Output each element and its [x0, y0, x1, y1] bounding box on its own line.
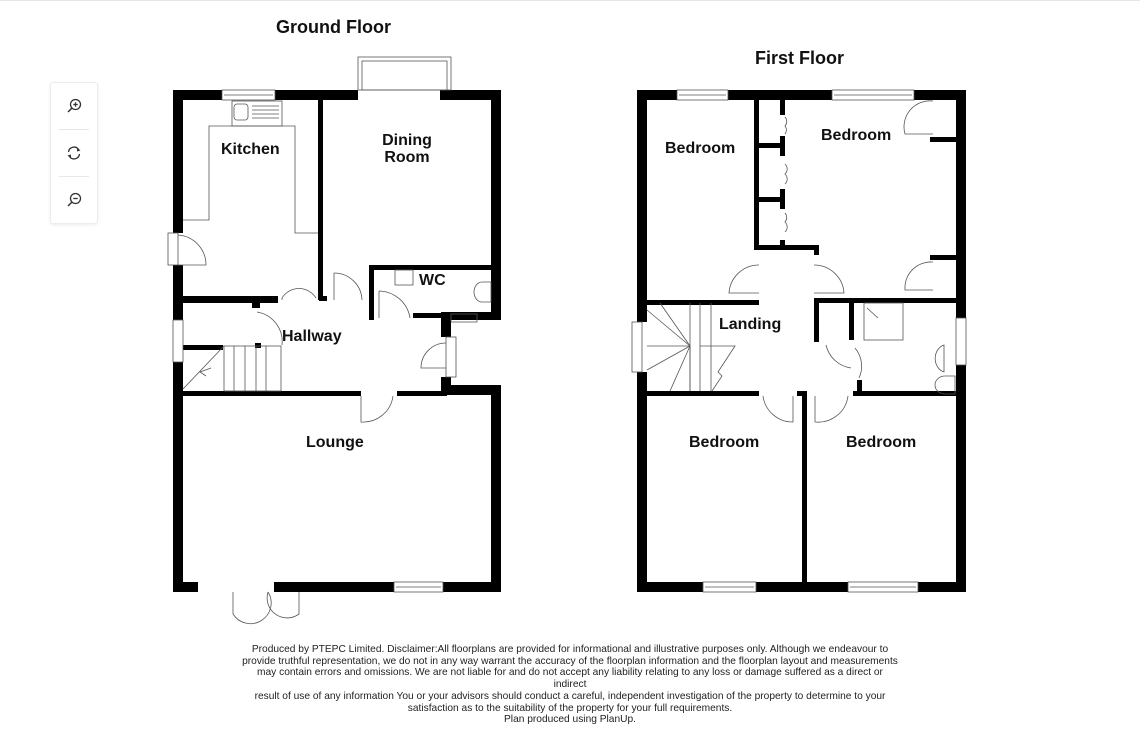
zoom-in-icon: [67, 98, 82, 113]
disclaimer-line: may contain errors and omissions. We are…: [257, 667, 883, 691]
room-label-dining-room: Dining Room: [382, 132, 432, 166]
zoom-in-button[interactable]: [51, 83, 97, 129]
disclaimer-line: Plan produced using PlanUp.: [504, 714, 636, 726]
disclaimer-line: result of use of any information You or …: [254, 690, 886, 702]
zoom-out-button[interactable]: [51, 177, 97, 223]
disclaimer-line: satisfaction as to the suitability of th…: [407, 702, 733, 714]
room-label-bedroom-3: Bedroom: [689, 434, 760, 451]
room-label-bedroom-4: Bedroom: [846, 434, 917, 451]
zoom-separator: [59, 176, 89, 177]
room-label-landing: Landing: [719, 316, 782, 333]
disclaimer: Produced by PTEPC Limited. Disclaimer:Al…: [240, 644, 900, 726]
first-floor-plan: [631, 89, 967, 593]
top-divider: [0, 0, 1140, 1]
room-label-kitchen: Kitchen: [221, 141, 280, 158]
room-label-hallway: Hallway: [282, 328, 342, 345]
reset-view-button[interactable]: [51, 130, 97, 176]
disclaimer-line: provide truthful representation, we do n…: [242, 655, 898, 667]
room-label-bedroom-1: Bedroom: [665, 140, 736, 157]
room-label-bedroom-2: Bedroom: [821, 127, 892, 144]
first-floor-title: First Floor: [755, 48, 844, 68]
zoom-separator: [59, 129, 89, 130]
room-label-wc: WC: [419, 272, 446, 289]
room-label-lounge: Lounge: [306, 434, 364, 451]
zoom-controls: [50, 82, 98, 224]
zoom-out-icon: [67, 192, 82, 207]
ground-floor-plan: [167, 56, 501, 625]
rotate-reset-icon: [67, 146, 81, 160]
ground-floor-title: Ground Floor: [276, 17, 391, 37]
disclaimer-line: Produced by PTEPC Limited. Disclaimer:Al…: [251, 644, 889, 655]
